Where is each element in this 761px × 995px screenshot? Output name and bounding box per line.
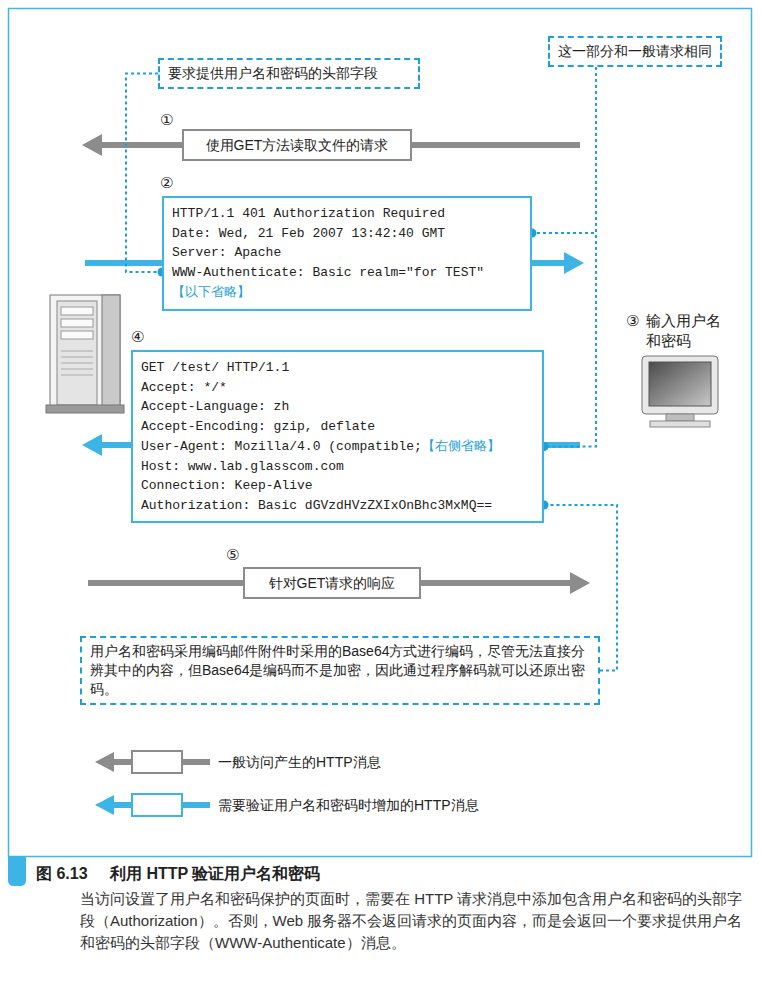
message-arrow-part xyxy=(82,134,102,156)
node-text: 使用GET方法读取文件的请求 xyxy=(206,137,389,153)
monitor-icon-part xyxy=(650,421,710,427)
text-line: Authorization: Basic dGVzdHVzZXIxOnBhc3M… xyxy=(141,496,534,516)
text-line: 这一部分和一般请求相同 xyxy=(558,42,712,61)
node-text: Authorization: Basic dGVzdHVzZXIxOnBhc3M… xyxy=(141,498,492,513)
callout-number: ④ xyxy=(131,327,144,347)
monitor-icon-part xyxy=(649,362,711,406)
message-box: 使用GET方法读取文件的请求 xyxy=(182,129,412,161)
step-label: 输入用户名和密码 xyxy=(646,311,726,351)
figure-frame-part xyxy=(9,9,752,857)
text-line: 用户名和密码采用编码邮件附件时采用的Base64方式进行编码，尽管无法直接分辨其… xyxy=(90,642,590,699)
leader-line xyxy=(528,67,597,238)
monitor-icon xyxy=(642,356,718,427)
server-icon-part xyxy=(61,319,93,327)
server-icon-part xyxy=(46,405,124,413)
http-request-box: GET /test/ HTTP/1.1Accept: */* Accept-Lan… xyxy=(131,350,544,523)
text-line: User-Agent: Mozilla/4.0 (compatible;【右侧省… xyxy=(141,436,534,457)
node-text: Date: Wed, 21 Feb 2007 13:42:40 GMT xyxy=(172,226,445,241)
node-text: GET /test/ HTTP/1.1 xyxy=(141,360,289,375)
text-line: Date: Wed, 21 Feb 2007 13:42:40 GMT xyxy=(172,224,522,244)
leader-path xyxy=(532,67,596,233)
node-text: 要求提供用户名和密码的头部字段 xyxy=(168,65,378,81)
node-text: HTTP/1.1 401 Authorization Required xyxy=(172,206,445,221)
legend-sample-part xyxy=(132,794,182,816)
note-box: 用户名和密码采用编码邮件附件时采用的Base64方式进行编码，尽管无法直接分辨其… xyxy=(80,636,600,705)
node-text: Accept-Encoding: gzip, deflate xyxy=(141,419,375,434)
text-line: Accept-Language: zh xyxy=(141,397,534,417)
server-icon-part xyxy=(61,375,93,376)
omission-note: 【以下省略】 xyxy=(172,284,250,299)
text-line: Accept: */* xyxy=(141,378,534,398)
legend-text: 一般访问产生的HTTP消息 xyxy=(218,752,381,772)
server-icon-part xyxy=(61,363,93,364)
monitor-icon-part xyxy=(666,414,694,421)
server-icon-part xyxy=(61,331,93,339)
text-line: Connection: Keep-Alive xyxy=(141,476,534,496)
message-arrow-part xyxy=(570,572,590,594)
node-text: 针对GET请求的响应 xyxy=(269,575,396,591)
leader-path xyxy=(126,74,162,273)
figure-frame xyxy=(8,9,752,887)
legend-sample-part xyxy=(95,752,114,772)
legend-text: 需要验证用户名和密码时增加的HTTP消息 xyxy=(218,795,479,815)
text-line: 使用GET方法读取文件的请求 xyxy=(192,136,402,154)
server-icon-part xyxy=(61,307,93,315)
legend-sample-part xyxy=(95,795,114,815)
server-icon xyxy=(46,295,124,413)
node-text: 用户名和密码采用编码邮件附件时采用的Base64方式进行编码，尽管无法直接分辨其… xyxy=(90,643,585,697)
node-text: Accept-Language: zh xyxy=(141,399,289,414)
server-icon-part xyxy=(57,301,97,405)
figure-frame-part xyxy=(8,856,26,886)
text-line: GET /test/ HTTP/1.1 xyxy=(141,358,534,378)
monitor-icon-part xyxy=(642,356,718,414)
leader-path xyxy=(544,67,596,447)
message-arrow-part xyxy=(82,434,102,456)
figure-caption: 当访问设置了用户名和密码保护的页面时，需要在 HTTP 请求消息中添加包含用户名… xyxy=(80,888,748,954)
node-text: Connection: Keep-Alive xyxy=(141,478,313,493)
message-arrow xyxy=(82,134,580,156)
server-icon-part xyxy=(61,351,93,352)
text-line: 针对GET请求的响应 xyxy=(253,574,411,592)
message-arrow-part xyxy=(564,252,584,274)
callout-number: ② xyxy=(160,173,173,193)
figure-title: 利用 HTTP 验证用户名和密码 xyxy=(110,864,320,884)
callout-box: 这一部分和一般请求相同 xyxy=(548,36,722,67)
text-line: Accept-Encoding: gzip, deflate xyxy=(141,417,534,437)
legend-sample xyxy=(95,751,210,773)
server-icon-part xyxy=(102,295,120,411)
server-icon-part xyxy=(61,357,93,358)
node-text: Server: Apache xyxy=(172,245,281,260)
text-line: HTTP/1.1 401 Authorization Required xyxy=(172,204,522,224)
callout-number: ⑤ xyxy=(226,545,239,565)
text-line: Server: Apache xyxy=(172,243,522,263)
text-line: WWW-Authenticate: Basic realm="for TEST" xyxy=(172,263,522,283)
legend-sample-part xyxy=(132,751,182,773)
leader-line xyxy=(540,67,597,451)
callout-number: ③ xyxy=(626,311,639,331)
node-text: Host: www.lab.glasscom.com xyxy=(141,459,344,474)
server-icon-part xyxy=(50,295,120,411)
legend-sample xyxy=(95,794,210,816)
node-text: User-Agent: Mozilla/4.0 (compatible; xyxy=(141,439,422,454)
http-response-box: HTTP/1.1 401 Authorization RequiredDate:… xyxy=(162,196,532,311)
text-line: 要求提供用户名和密码的头部字段 xyxy=(168,64,410,83)
text-line: 【以下省略】 xyxy=(172,282,522,303)
message-box: 针对GET请求的响应 xyxy=(243,567,421,599)
omission-note: 【右侧省略】 xyxy=(422,438,500,453)
message-arrow xyxy=(88,572,590,594)
callout-number: ① xyxy=(160,110,173,130)
figure-number: 图 6.13 xyxy=(36,864,88,884)
text-line: Host: www.lab.glasscom.com xyxy=(141,457,534,477)
callout-box: 要求提供用户名和密码的头部字段 xyxy=(158,58,420,89)
node-text: 这一部分和一般请求相同 xyxy=(558,43,712,59)
node-text: WWW-Authenticate: Basic realm="for TEST" xyxy=(172,265,484,280)
server-icon-part xyxy=(61,369,93,370)
node-text: Accept: */* xyxy=(141,380,227,395)
